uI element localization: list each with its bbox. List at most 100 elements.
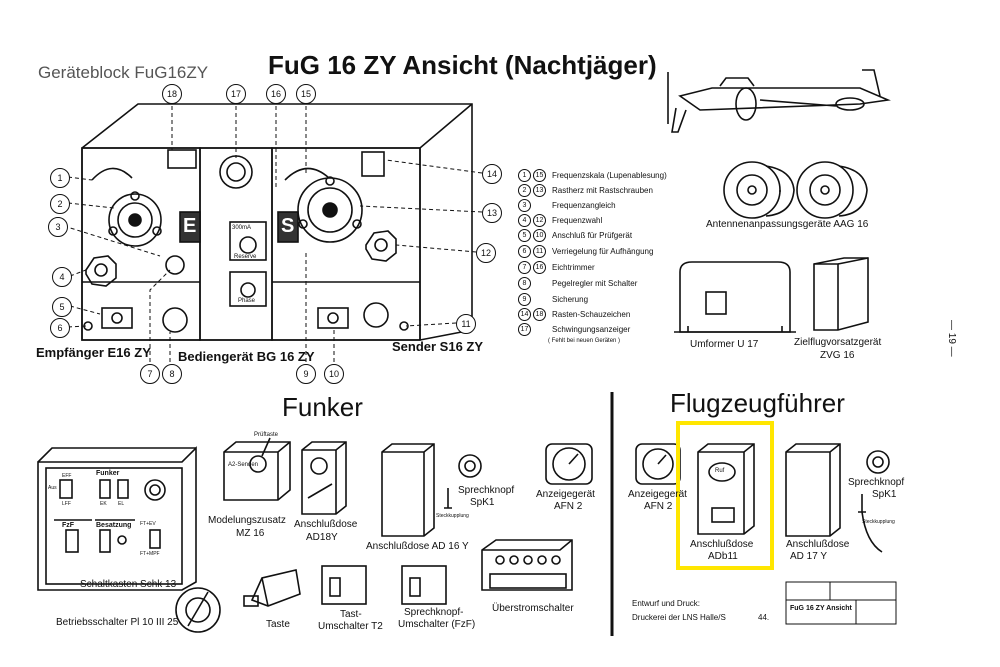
adb11-label-1: Anschlußdose (690, 539, 754, 550)
callout-7: 7 (140, 364, 160, 384)
a2-senden-label: A2-Senden (228, 462, 259, 468)
page-number: — 19 — (946, 320, 957, 357)
schk-aus-label: Aus (48, 485, 57, 491)
geraeteblock-heading: Geräteblock FuG16ZY (38, 63, 209, 82)
ad18y-label-1: Anschlußdose (294, 519, 358, 530)
sprechknopf-illustration (444, 454, 482, 509)
callout-13: 13 (482, 203, 502, 223)
tast-umschalter-label-1: Tast- (340, 609, 362, 620)
callout-12: 12 (476, 243, 496, 263)
fz-afn2-label-1: Anzeigegerät (628, 489, 687, 500)
receiver-plate-E: E (183, 215, 197, 237)
entwurf-label: Entwurf und Druck: (632, 599, 701, 608)
taste-label: Taste (266, 619, 290, 630)
taste-illustration (243, 569, 301, 607)
schk-fzf-label: FzF (62, 522, 75, 529)
afn2-label-2: AFN 2 (554, 501, 583, 512)
callout-17: 17 (226, 84, 246, 104)
schk-ftev-label: FT+EV (140, 521, 156, 527)
callout-1: 1 (50, 168, 70, 188)
sprech-umschalter-label-1: Sprechknopf- (404, 607, 464, 618)
modulationszusatz-illustration (223, 437, 291, 501)
schk13-label: Schaltkasten Schk 13 (80, 579, 177, 590)
title-block-label: FuG 16 ZY Ansicht (790, 605, 852, 612)
afn2-illustration (545, 443, 593, 485)
flugzeugfuehrer-heading: Flugzeugführer (670, 388, 845, 418)
title-block (785, 581, 897, 625)
ad17y-illustration (785, 443, 841, 537)
empfaenger-label: Empfänger E16 ZY (36, 345, 151, 360)
zvg-label-1: Zielflugvorsatzgerät (794, 337, 882, 348)
pruftaste-label: Prüftaste (254, 432, 279, 438)
druckerei-label: Druckerei der LNS Halle/S (632, 613, 726, 622)
steckkupplung-label: Steckkupplung (436, 513, 469, 519)
umformer-label: Umformer U 17 (690, 339, 759, 350)
afn2-label-1: Anzeigegerät (536, 489, 595, 500)
callout-8: 8 (162, 364, 182, 384)
bediengeraet-label: Bediengerät BG 16 ZY (178, 349, 315, 364)
reserve-label: Reserve (234, 254, 257, 260)
fz-spk1-label-2: SpK1 (872, 489, 897, 500)
tast-umschalter-label-2: Umschalter T2 (318, 621, 383, 632)
fz-spk1-label-1: Sprechknopf (848, 477, 905, 488)
callout-6: 6 (50, 318, 70, 338)
zvg-illustration (813, 257, 869, 331)
mz16-label-2: MZ 16 (236, 528, 265, 539)
legend-note: ( Fehlt bei neuen Geräten ) (548, 338, 621, 344)
ma-label: 300mA (232, 225, 252, 231)
schk-ek-label: EK (100, 501, 107, 507)
schk-besatzung-label: Besatzung (96, 522, 132, 529)
fz-afn2-illustration (635, 443, 681, 485)
ad16y-illustration (381, 443, 435, 537)
callout-18: 18 (162, 84, 182, 104)
schk-eff-label: EFF (62, 473, 72, 479)
sprech-umschalter-illustration (401, 565, 447, 605)
schk-lff-label: LFF (62, 501, 71, 507)
ad17y-label-2: AD 17 Y (790, 551, 828, 562)
callout-2: 2 (50, 194, 70, 214)
schaltkasten-illustration (37, 446, 197, 591)
sprech-umschalter-label-2: Umschalter (FzF) (398, 619, 476, 630)
fz-afn2-label-2: AFN 2 (644, 501, 673, 512)
phase-label: Phase (238, 298, 256, 304)
umformer-illustration (674, 261, 796, 333)
callout-5: 5 (52, 297, 72, 317)
ad17y-label-1: Anschlußdose (786, 539, 850, 550)
ad16y-label: Anschlußdose AD 16 Y (366, 541, 469, 552)
tast-umschalter-illustration (321, 565, 367, 605)
callout-16: 16 (266, 84, 286, 104)
spk1-label-2: SpK1 (470, 497, 495, 508)
betriebsschalter-label: Betriebsschalter Pl 10 III 25 (56, 617, 179, 628)
schk-funker-label: Funker (96, 470, 120, 477)
callout-11: 11 (456, 314, 476, 334)
zvg-label-2: ZVG 16 (820, 350, 855, 361)
ueberstromschalter-label: Überstromschalter (492, 603, 574, 614)
schk-el-label: EL (118, 501, 125, 507)
ad18y-illustration (301, 441, 347, 515)
mz16-label-1: Modelungszusatz (208, 515, 286, 526)
antennen-label: Antennenanpassungsgeräte AAG 16 (706, 219, 869, 230)
callout-10: 10 (324, 364, 344, 384)
callout-9: 9 (296, 364, 316, 384)
code-label: 44. (758, 613, 770, 622)
aircraft-illustration (667, 69, 891, 133)
fz-steckkupplung-label: Steckkupplung (862, 519, 895, 525)
ruf-label: Ruf (715, 468, 725, 474)
page-title: FuG 16 ZY Ansicht (Nachtjäger) (268, 50, 657, 80)
sender-label: Sender S16 ZY (392, 339, 484, 354)
device-block-illustration (81, 103, 473, 341)
schk-ftmpf-label: FT+MPF (140, 551, 160, 557)
adb11-label-2: ADb11 (708, 551, 738, 562)
callout-15: 15 (296, 84, 316, 104)
fz-sprechknopf-illustration (858, 450, 890, 553)
betriebsschalter-illustration (175, 587, 221, 633)
antenna-units-illustration (723, 161, 868, 219)
